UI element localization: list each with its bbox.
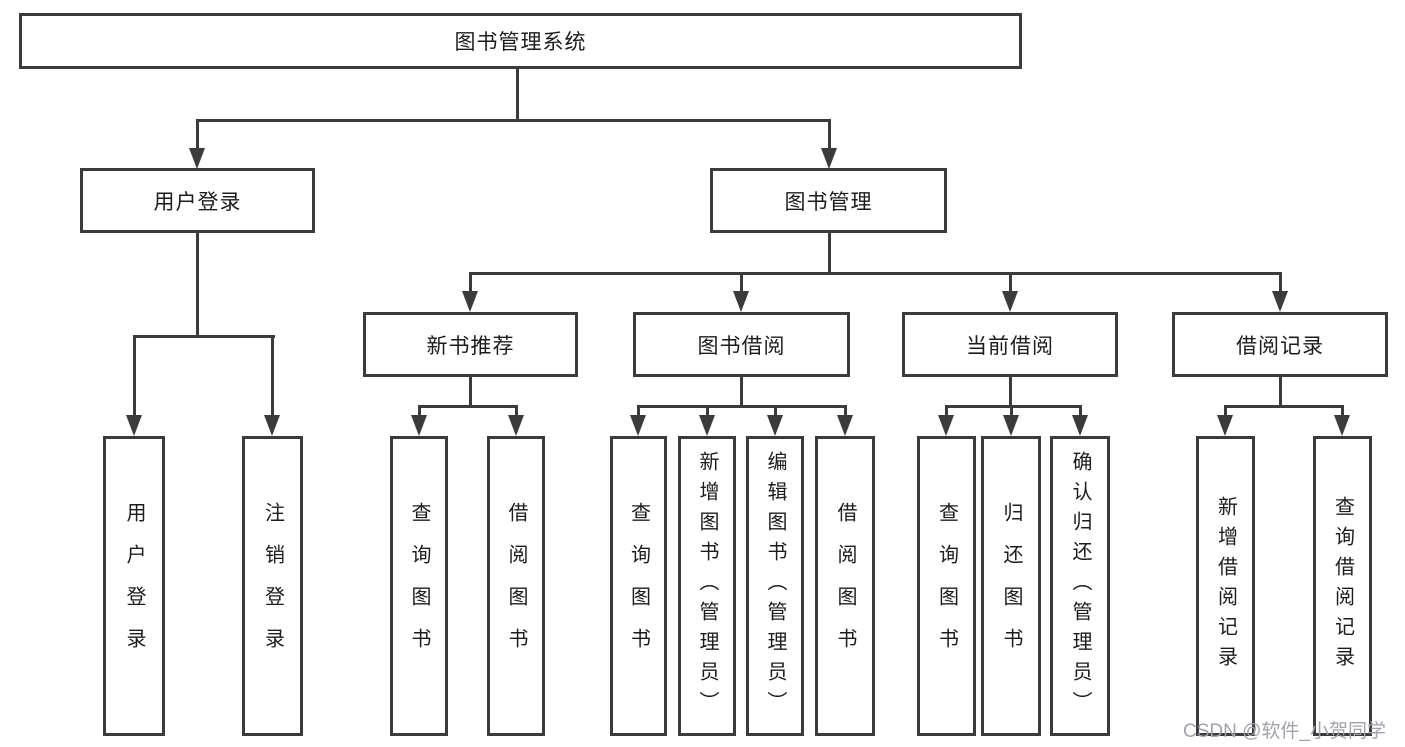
leaf-label: 借阅图书 xyxy=(505,502,527,670)
arrowhead-icon xyxy=(1003,415,1019,436)
arrowhead-icon xyxy=(837,415,853,436)
connector-line xyxy=(1279,272,1282,294)
connector-line xyxy=(740,272,743,294)
leaf-logout: 注销登录 xyxy=(242,436,303,736)
arrowhead-icon xyxy=(264,415,280,436)
connector-line xyxy=(418,405,421,417)
arrowhead-icon xyxy=(767,415,783,436)
node-current-borrowing: 当前借阅 xyxy=(902,312,1118,377)
leaf-label: 新增借阅记录 xyxy=(1214,496,1237,676)
leaf-user-login: 用户登录 xyxy=(103,436,165,736)
arrowhead-icon xyxy=(1217,415,1233,436)
node-new-book-recommend: 新书推荐 xyxy=(363,312,578,377)
connector-line xyxy=(637,405,640,417)
connector-line xyxy=(844,405,847,417)
arrowhead-icon xyxy=(630,415,646,436)
csdn-watermark: CSDN @软件_小贺同学 xyxy=(1183,721,1386,742)
leaf-label: 确认归还（管理员） xyxy=(1069,451,1091,721)
leaf-borrow-books: 借阅图书 xyxy=(815,436,875,736)
connector-line xyxy=(828,232,831,275)
connector-line xyxy=(1009,272,1012,294)
node-borrowing-records: 借阅记录 xyxy=(1172,312,1388,377)
leaf-add-borrow-record: 新增借阅记录 xyxy=(1196,436,1255,736)
leaf-label: 注销登录 xyxy=(261,502,284,670)
leaf-query-books-borrowing: 查询图书 xyxy=(610,436,667,736)
arrowhead-icon xyxy=(733,291,749,312)
connector-line xyxy=(469,272,472,294)
node-book-borrowing: 图书借阅 xyxy=(633,312,850,377)
leaf-confirm-return-admin: 确认归还（管理员） xyxy=(1050,436,1110,736)
connector-line xyxy=(945,405,1082,408)
leaf-query-borrow-record: 查询借阅记录 xyxy=(1313,436,1372,736)
connector-line xyxy=(469,376,472,408)
leaf-label: 借阅图书 xyxy=(834,502,856,670)
arrowhead-icon xyxy=(462,291,478,312)
leaf-label: 查询图书 xyxy=(627,502,650,670)
connector-line xyxy=(637,405,847,408)
leaf-label: 归还图书 xyxy=(1000,502,1022,670)
node-user-login: 用户登录 xyxy=(80,168,315,233)
connector-line xyxy=(945,405,948,417)
arrowhead-icon xyxy=(126,415,142,436)
connector-line xyxy=(1279,376,1282,408)
connector-line xyxy=(196,232,199,338)
leaf-label: 查询图书 xyxy=(408,502,430,670)
connector-line xyxy=(515,405,518,417)
arrowhead-icon xyxy=(821,148,837,169)
connector-line xyxy=(1010,405,1013,417)
leaf-label: 用户登录 xyxy=(123,502,145,670)
leaf-borrow-books-recommend: 借阅图书 xyxy=(487,436,545,736)
connector-line xyxy=(1341,405,1344,417)
connector-line xyxy=(774,405,777,417)
connector-line xyxy=(469,272,1282,275)
connector-line xyxy=(271,335,274,417)
leaf-return-book: 归还图书 xyxy=(981,436,1041,736)
arrowhead-icon xyxy=(411,415,427,436)
node-book-management: 图书管理 xyxy=(710,168,947,233)
connector-line xyxy=(418,405,518,408)
arrowhead-icon xyxy=(1002,291,1018,312)
connector-line xyxy=(1224,405,1227,417)
arrowhead-icon xyxy=(508,415,524,436)
node-library-management-system: 图书管理系统 xyxy=(19,13,1022,69)
connector-line xyxy=(196,119,831,122)
arrowhead-icon xyxy=(1272,291,1288,312)
arrowhead-icon xyxy=(1072,415,1088,436)
arrowhead-icon xyxy=(699,415,715,436)
leaf-label: 新增图书（管理员） xyxy=(696,451,718,721)
leaf-query-books-recommend: 查询图书 xyxy=(390,436,448,736)
leaf-label: 编辑图书（管理员） xyxy=(764,451,786,721)
connector-line xyxy=(1079,405,1082,417)
connector-line xyxy=(133,335,275,338)
connector-line xyxy=(828,119,831,150)
leaf-edit-book-admin: 编辑图书（管理员） xyxy=(746,436,804,736)
arrowhead-icon xyxy=(189,148,205,169)
connector-line xyxy=(516,68,519,121)
connector-line xyxy=(196,119,199,150)
connector-line xyxy=(133,335,136,417)
leaf-label: 查询图书 xyxy=(935,502,958,670)
connector-line xyxy=(1009,376,1012,408)
arrowhead-icon xyxy=(1334,415,1350,436)
connector-line xyxy=(1224,405,1344,408)
connector-line xyxy=(706,405,709,417)
leaf-add-book-admin: 新增图书（管理员） xyxy=(678,436,736,736)
connector-line xyxy=(740,376,743,408)
leaf-query-books-current: 查询图书 xyxy=(917,436,976,736)
arrowhead-icon xyxy=(938,415,954,436)
leaf-label: 查询借阅记录 xyxy=(1331,496,1354,676)
